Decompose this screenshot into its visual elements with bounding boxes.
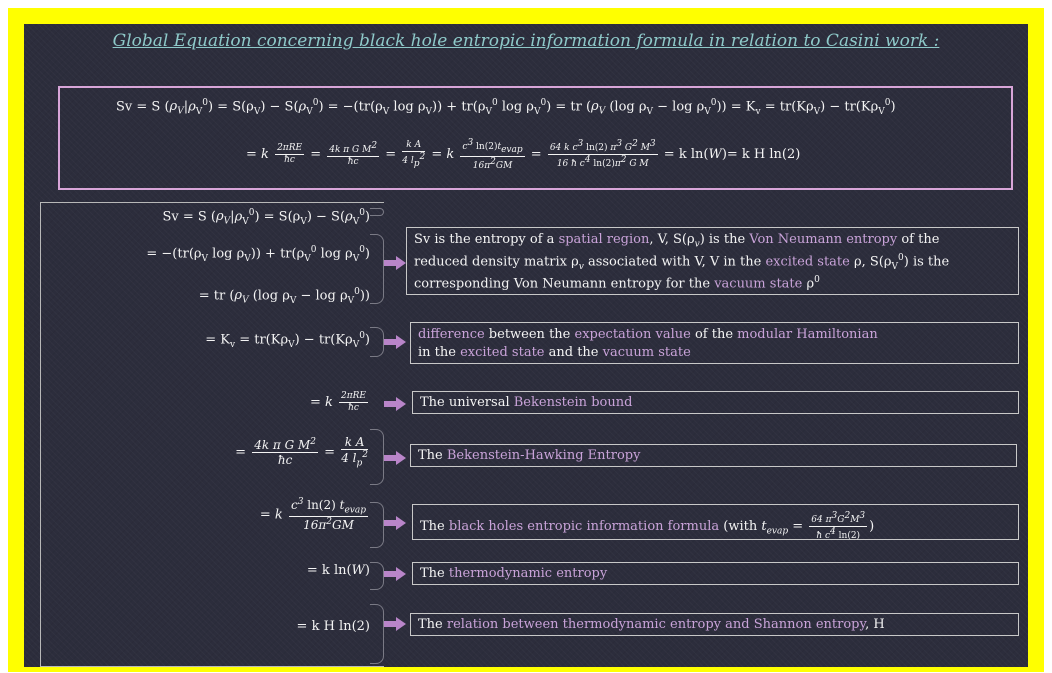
brace bbox=[370, 604, 384, 664]
arrow-right-icon bbox=[384, 335, 406, 349]
text: ρ, S(ρ bbox=[849, 253, 892, 269]
text: , H bbox=[865, 617, 885, 632]
highlight-text: Bekenstein-Hawking Entropy bbox=[446, 448, 641, 463]
text: of the bbox=[897, 232, 940, 247]
highlight-text: vacuum state bbox=[602, 345, 691, 361]
highlight-text: modular Hamiltonian bbox=[737, 327, 878, 342]
highlight-text: excited state bbox=[460, 345, 545, 361]
text: corresponding Von Neumann entropy for th… bbox=[414, 275, 715, 291]
text: of the bbox=[690, 327, 738, 342]
text: (with bbox=[719, 518, 762, 534]
text: , V, S(ρ bbox=[649, 232, 695, 247]
text: The bbox=[420, 566, 449, 581]
description-bekenstein-bound: The universal Bekenstein bound bbox=[412, 391, 1019, 414]
brace bbox=[370, 208, 384, 216]
text: ) is the bbox=[699, 232, 750, 247]
text: and the bbox=[544, 345, 603, 361]
text: The bbox=[418, 617, 447, 632]
arrow-right-icon bbox=[384, 516, 406, 530]
arrow-right-icon bbox=[384, 617, 406, 631]
description-black-hole-formula: The black holes entropic information for… bbox=[412, 504, 1019, 541]
description-von-neumann-entropy: Sv is the entropy of a spatial region, V… bbox=[406, 227, 1019, 295]
description-thermodynamic-entropy: The thermodynamic entropy bbox=[412, 562, 1019, 585]
text: associated with V, V in the bbox=[583, 253, 766, 269]
step-8: = k ln(W) bbox=[306, 563, 370, 578]
brace bbox=[370, 562, 384, 590]
highlight-text: vacuum state bbox=[714, 275, 803, 291]
step-3: = tr (ρV (log ρV − log ρV0)) bbox=[198, 287, 370, 306]
text: Sv is the entropy of a bbox=[414, 232, 559, 247]
text: The universal bbox=[420, 395, 514, 410]
description-bekenstein-hawking: The Bekenstein-Hawking Entropy bbox=[410, 444, 1017, 467]
step-1: Sv = S (ρV|ρV0) = S(ρV) − S(ρV0) bbox=[162, 208, 370, 227]
text: in the bbox=[418, 345, 461, 361]
text: reduced density matrix ρ bbox=[414, 253, 579, 269]
brace bbox=[370, 327, 384, 357]
arrow-right-icon bbox=[384, 397, 406, 411]
text: ρ bbox=[802, 275, 815, 291]
step-2: = −(tr(ρV log ρV)) + tr(ρV0 log ρV0) bbox=[146, 245, 370, 264]
brace bbox=[370, 502, 384, 548]
text: ) is the bbox=[903, 253, 950, 269]
brace bbox=[370, 234, 384, 304]
text: The bbox=[420, 518, 449, 534]
highlight-text: Bekenstein bound bbox=[513, 395, 633, 410]
description-modular-hamiltonian: difference between the expectation value… bbox=[410, 322, 1019, 364]
chalkboard: Global Equation concerning black hole en… bbox=[24, 24, 1028, 667]
equation-steps-panel: Sv = S (ρV|ρV0) = S(ρV) − S(ρV0) = −(tr(… bbox=[40, 202, 384, 667]
step-4: = Kv = tr(KρV) − tr(KρV0) bbox=[205, 331, 370, 350]
highlight-text: thermodynamic entropy bbox=[448, 566, 608, 581]
global-equation-box: Sv = S (ρV|ρV0) = S(ρV) − S(ρV0) = −(tr(… bbox=[58, 86, 1013, 190]
arrow-right-icon bbox=[384, 256, 406, 270]
arrow-right-icon bbox=[384, 451, 406, 465]
highlight-text: Von Neumann entropy bbox=[749, 232, 898, 247]
highlight-text: spatial region bbox=[558, 232, 650, 247]
text: The bbox=[418, 448, 447, 463]
page-title: Global Equation concerning black hole en… bbox=[112, 31, 940, 51]
highlight-text: black holes entropic information formula bbox=[448, 518, 720, 534]
highlight-text: relation between thermodynamic entropy a… bbox=[446, 617, 866, 632]
text: between the bbox=[484, 327, 575, 342]
highlight-text: difference bbox=[418, 327, 485, 342]
highlight-text: expectation value bbox=[574, 327, 691, 342]
description-shannon-entropy: The relation between thermodynamic entro… bbox=[410, 613, 1019, 636]
global-equation-line-1: Sv = S (ρV|ρV0) = S(ρV) − S(ρV0) = −(tr(… bbox=[116, 98, 896, 117]
brace bbox=[370, 429, 384, 485]
arrow-right-icon bbox=[384, 567, 406, 581]
highlight-text: excited state bbox=[765, 253, 850, 269]
step-9: = k H ln(2) bbox=[296, 619, 370, 634]
